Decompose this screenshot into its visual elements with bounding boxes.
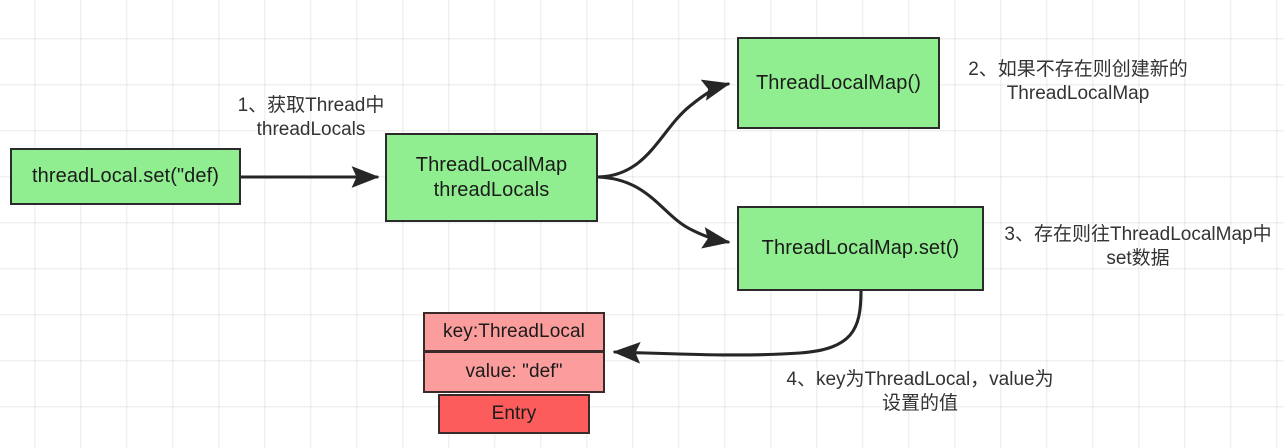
node-threadlocals[interactable]: ThreadLocalMap threadLocals — [385, 133, 598, 222]
node-entry-value[interactable]: value: "def" — [423, 352, 605, 393]
node-threadlocals-label: ThreadLocalMap threadLocals — [415, 154, 568, 201]
node-entry-title[interactable]: Entry — [438, 394, 590, 434]
node-threadlocalmap-set[interactable]: ThreadLocalMap.set() — [737, 206, 984, 291]
edge-map-set-to-entry — [612, 289, 863, 364]
edge-threadlocals-to-map-ctor — [596, 79, 731, 179]
node-threadlocal-set-label: threadLocal.set("def) — [31, 165, 220, 188]
node-entry-key[interactable]: key:ThreadLocal — [423, 312, 605, 352]
node-entry-key-label: key:ThreadLocal — [443, 321, 585, 343]
annotation-step-2: 2、如果不存在则创建新的 ThreadLocalMap — [968, 59, 1188, 105]
node-threadlocalmap-constructor-label: ThreadLocalMap() — [755, 71, 921, 94]
annotation-step-3: 3、存在则往ThreadLocalMap中 set数据 — [1004, 224, 1272, 270]
node-threadlocal-set[interactable]: threadLocal.set("def) — [10, 148, 241, 205]
node-entry-title-label: Entry — [491, 403, 537, 425]
node-threadlocalmap-constructor[interactable]: ThreadLocalMap() — [737, 37, 940, 129]
node-threadlocalmap-set-label: ThreadLocalMap.set() — [761, 237, 960, 260]
node-entry-value-label: value: "def" — [465, 361, 563, 383]
annotation-step-4: 4、key为ThreadLocal，value为 设置的值 — [786, 369, 1054, 415]
edge-threadlocals-to-map-set — [596, 175, 731, 249]
annotation-step-1: 1、获取Thread中 threadLocals — [237, 95, 385, 141]
